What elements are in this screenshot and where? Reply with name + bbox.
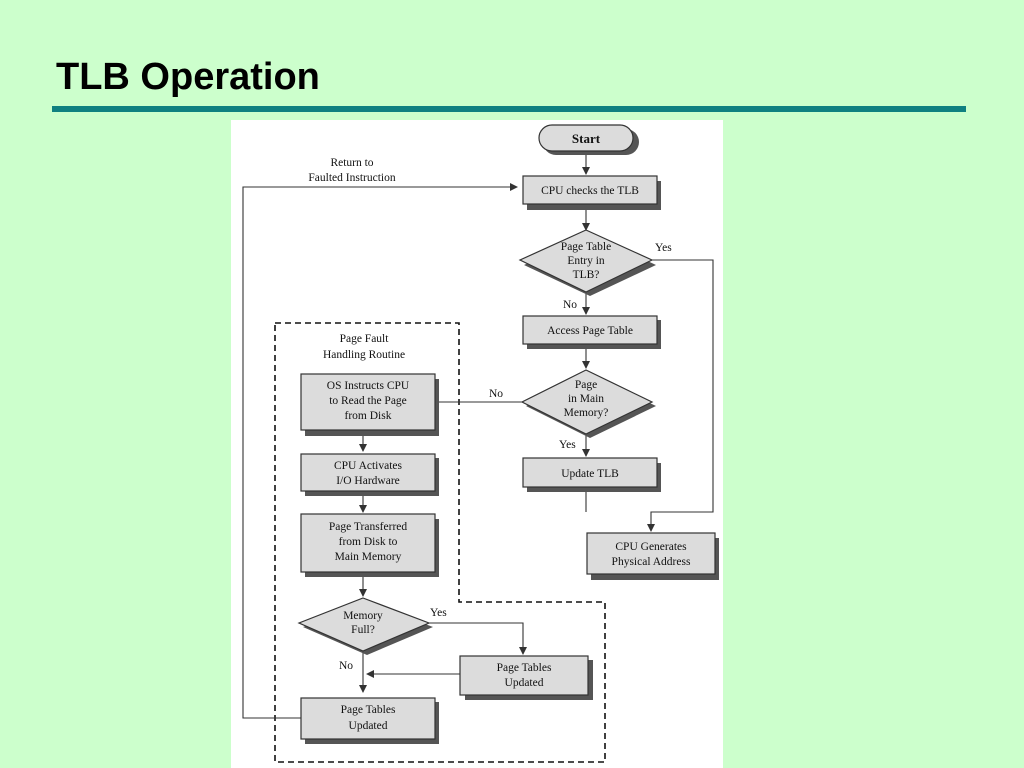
page-tables-right-line-2: Updated xyxy=(505,677,544,689)
cpu-activates-line-2: I/O Hardware xyxy=(336,475,400,487)
connectors xyxy=(242,151,714,719)
page-tables-bottom-line-2: Updated xyxy=(349,720,388,732)
update-tlb-label: Update TLB xyxy=(561,468,619,480)
access-page-table-label: Access Page Table xyxy=(547,325,633,337)
os-instructs-line-1: OS Instructs CPU xyxy=(327,380,410,392)
page-fault-routine-boundary xyxy=(274,322,606,763)
cpu-generates-line-1: CPU Generates xyxy=(615,541,687,553)
page-fault-routine-label-1: Page Fault xyxy=(340,333,390,345)
yes-full-label: Yes xyxy=(430,607,447,619)
start-node: Start xyxy=(538,124,639,155)
pte-in-tlb-line-3: TLB? xyxy=(573,269,600,281)
page-transferred-line-1: Page Transferred xyxy=(329,521,407,533)
os-instructs-line-2: to Read the Page xyxy=(329,395,407,407)
no-memory-label: No xyxy=(489,388,503,400)
page-tables-right-line-1: Page Tables xyxy=(497,662,552,674)
page-tables-updated-right-node: Page Tables Updated xyxy=(459,655,593,700)
cpu-generates-line-2: Physical Address xyxy=(612,556,691,568)
no-tlb-label: No xyxy=(563,299,577,311)
pte-in-tlb-line-1: Page Table xyxy=(561,241,611,253)
yes-memory-label: Yes xyxy=(559,439,576,451)
yes-tlb-label: Yes xyxy=(655,242,672,254)
memory-full-line-1: Memory xyxy=(343,610,383,622)
cpu-activates-line-1: CPU Activates xyxy=(334,460,403,472)
cpu-checks-tlb-node: CPU checks the TLB xyxy=(522,175,661,210)
return-to-label-1: Return to xyxy=(330,157,373,169)
page-transferred-line-3: Main Memory xyxy=(335,551,402,563)
no-full-label: No xyxy=(339,660,353,672)
start-label: Start xyxy=(572,131,601,146)
page-in-memory-line-3: Memory? xyxy=(564,407,609,419)
access-page-table-node: Access Page Table xyxy=(522,315,661,349)
page-in-memory-line-1: Page xyxy=(575,379,597,391)
os-instructs-line-3: from Disk xyxy=(345,410,392,422)
cpu-generates-address-node: CPU Generates Physical Address xyxy=(586,532,719,580)
slide-title: TLB Operation xyxy=(56,56,320,98)
tlb-flowchart: Start CPU checks the TLB Page Table Entr… xyxy=(242,124,719,763)
page-fault-routine-label-2: Handling Routine xyxy=(323,349,405,361)
cpu-activates-io-node: CPU Activates I/O Hardware xyxy=(300,453,439,496)
page-tables-bottom-line-1: Page Tables xyxy=(341,704,396,716)
page-in-memory-decision: Page in Main Memory? xyxy=(520,369,656,438)
title-rule xyxy=(52,106,966,112)
pte-in-tlb-decision: Page Table Entry in TLB? xyxy=(518,229,656,296)
flowchart-panel: Start CPU checks the TLB Page Table Entr… xyxy=(231,120,723,768)
page-tables-updated-bottom-node: Page Tables Updated xyxy=(300,697,439,744)
update-tlb-node: Update TLB xyxy=(522,457,661,492)
os-instructs-cpu-node: OS Instructs CPU to Read the Page from D… xyxy=(300,373,439,436)
pte-in-tlb-line-2: Entry in xyxy=(567,255,605,267)
page-transferred-line-2: from Disk to xyxy=(339,536,398,548)
page-in-memory-line-2: in Main xyxy=(568,393,604,405)
memory-full-decision: Memory Full? xyxy=(297,597,433,655)
return-to-label-2: Faulted Instruction xyxy=(308,172,395,184)
cpu-checks-tlb-label: CPU checks the TLB xyxy=(541,185,639,197)
page-transferred-node: Page Transferred from Disk to Main Memor… xyxy=(300,513,439,577)
memory-full-line-2: Full? xyxy=(351,624,375,636)
